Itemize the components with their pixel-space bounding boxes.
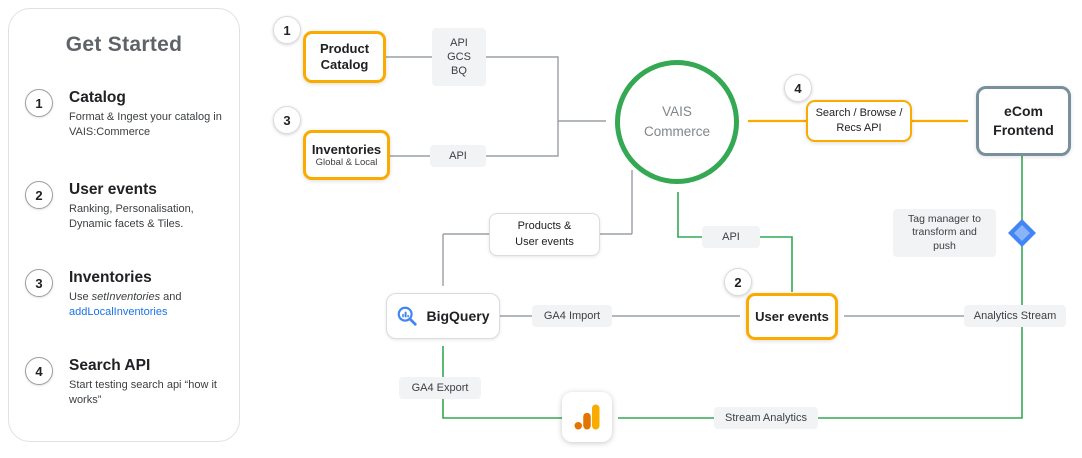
inventories-node: Inventories Global & Local: [303, 130, 390, 180]
ga4-export-label: GA4 Export: [399, 377, 481, 399]
vais-commerce-node: VAIS Commerce: [615, 60, 739, 184]
tag-manager-node: Tag manager to transform and push: [893, 209, 996, 257]
vais-line1: VAIS: [662, 104, 692, 120]
inventories-sub: Global & Local: [315, 157, 378, 168]
desc-and: and: [160, 291, 182, 303]
badge-2: 2: [724, 268, 752, 296]
bigquery-icon: [398, 306, 418, 326]
product-catalog-line1: Product: [319, 40, 370, 56]
set-inventories-method: setInventories: [91, 291, 161, 303]
product-catalog-line2: Catalog: [320, 57, 369, 72]
step-4-title: Search API: [69, 357, 151, 374]
search-api-line1: Search / Browse /: [815, 107, 903, 120]
tag-manager-line3: push: [933, 239, 956, 252]
step-inventories: 3 Inventories Use setInventories and add…: [25, 269, 225, 319]
ecom-frontend-node: eCom Frontend: [976, 86, 1071, 156]
inventories-api-label: API: [430, 145, 486, 167]
step-3-badge: 3: [25, 269, 53, 297]
ingest-gcs-label: GCS: [447, 50, 471, 63]
badge-1: 1: [273, 16, 301, 44]
products-user-events-node: Products & User events: [489, 213, 600, 256]
panel-title: Get Started: [65, 33, 183, 56]
ingest-api-label: API: [450, 36, 468, 49]
step-1-desc: Format & Ingest your catalog in VAIS:Com…: [69, 111, 222, 138]
google-analytics-icon: [574, 404, 600, 430]
step-1-title: Catalog: [69, 89, 126, 106]
badge-4: 4: [784, 74, 812, 102]
badge-3: 3: [273, 106, 301, 134]
ecom-line1: eCom: [1004, 103, 1043, 120]
vais-line2: Commerce: [643, 124, 710, 139]
tag-manager-icon: [1008, 219, 1036, 247]
get-started-panel: Get Started 1 Catalog Format & Ingest yo…: [8, 8, 240, 442]
step-search-api: 4 Search API Start testing search api “h…: [25, 357, 225, 407]
ingest-bq-label: BQ: [451, 65, 467, 78]
tag-manager-line1: Tag manager to: [908, 212, 981, 225]
search-api-line2: Recs API: [836, 122, 882, 134]
search-browse-recs-api-node: Search / Browse / Recs API: [806, 100, 912, 142]
inventories-label: Inventories: [311, 142, 382, 157]
products-events-line2: User events: [515, 235, 574, 248]
ecom-line2: Frontend: [993, 122, 1054, 138]
analytics-stream-label: Analytics Stream: [964, 305, 1066, 327]
add-local-inventories-link[interactable]: addLocalInventories: [69, 305, 168, 318]
events-api-label: API: [702, 226, 760, 248]
step-3-title: Inventories: [69, 269, 152, 286]
step-2-badge: 2: [25, 181, 53, 209]
step-3-desc: Use setInventories and addLocalInventori…: [69, 290, 224, 319]
user-events-node: User events: [746, 293, 838, 340]
products-events-line1: Products &: [517, 220, 572, 233]
bigquery-node: BigQuery: [386, 293, 500, 339]
ingest-methods-node: API GCS BQ: [432, 28, 486, 86]
step-user-events: 2 User events Ranking, Personalisation, …: [25, 181, 225, 231]
tag-manager-line2: transform and: [912, 226, 977, 239]
step-2-desc: Ranking, Personalisation, Dynamic facets…: [69, 203, 194, 230]
google-analytics-node: [562, 392, 612, 442]
step-catalog: 1 Catalog Format & Ingest your catalog i…: [25, 89, 225, 139]
bigquery-label: BigQuery: [426, 308, 490, 324]
step-1-badge: 1: [25, 89, 53, 117]
step-4-badge: 4: [25, 357, 53, 385]
stream-analytics-label: Stream Analytics: [714, 407, 818, 429]
desc-use: Use: [69, 291, 92, 303]
product-catalog-node: Product Catalog: [303, 31, 386, 83]
step-4-desc: Start testing search api “how it works”: [69, 379, 217, 406]
step-2-title: User events: [69, 181, 157, 198]
ga4-import-label: GA4 Import: [532, 305, 612, 327]
